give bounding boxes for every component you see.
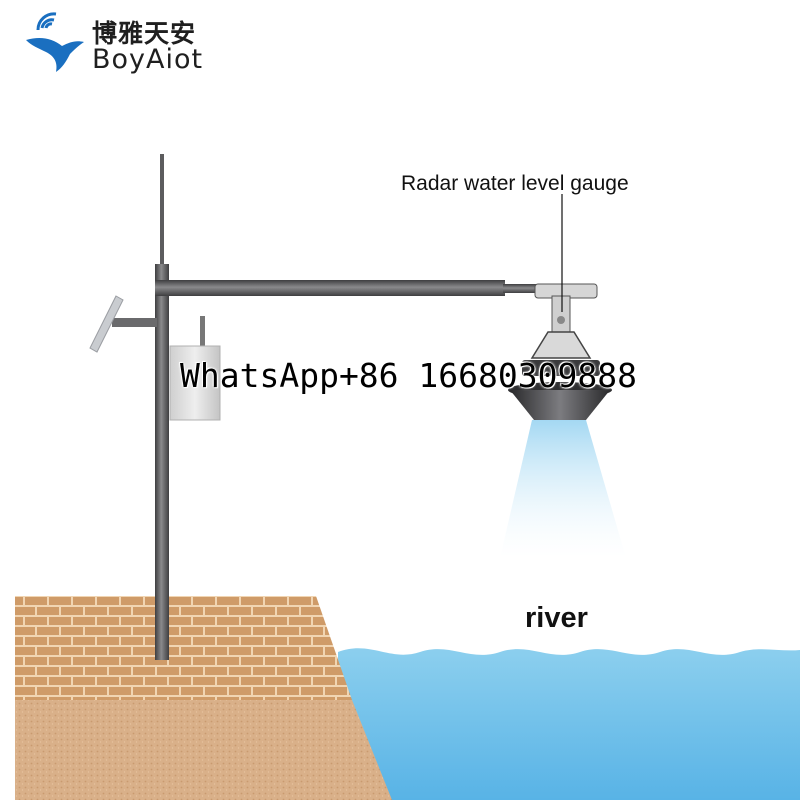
brick-wall xyxy=(15,596,352,700)
gauge-label: Radar water level gauge xyxy=(401,172,629,195)
cross-arm xyxy=(155,280,505,296)
gauge-mount-arm xyxy=(551,295,571,333)
solar-bracket xyxy=(112,318,157,327)
soil-bank xyxy=(15,700,392,800)
box-antenna xyxy=(200,316,205,348)
gauge-cone xyxy=(510,390,610,420)
radar-beam xyxy=(500,420,626,558)
bird-wifi-icon xyxy=(26,12,84,72)
gauge-body xyxy=(522,360,600,376)
logo-name-en: BoyAiot xyxy=(92,44,204,75)
logo-name-cn: 博雅天安 xyxy=(92,19,197,48)
river-label: river xyxy=(525,602,588,634)
river-water xyxy=(338,648,800,800)
solar-panel xyxy=(89,295,124,353)
main-pole xyxy=(155,264,169,660)
gauge-mount-bolt xyxy=(557,316,565,324)
whatsapp-watermark: WhatsApp+86 16680309888 xyxy=(180,356,637,395)
cross-arm-tip xyxy=(503,284,553,293)
gauge-clamp xyxy=(530,331,592,359)
control-box xyxy=(169,345,221,421)
lightning-rod xyxy=(160,154,164,264)
